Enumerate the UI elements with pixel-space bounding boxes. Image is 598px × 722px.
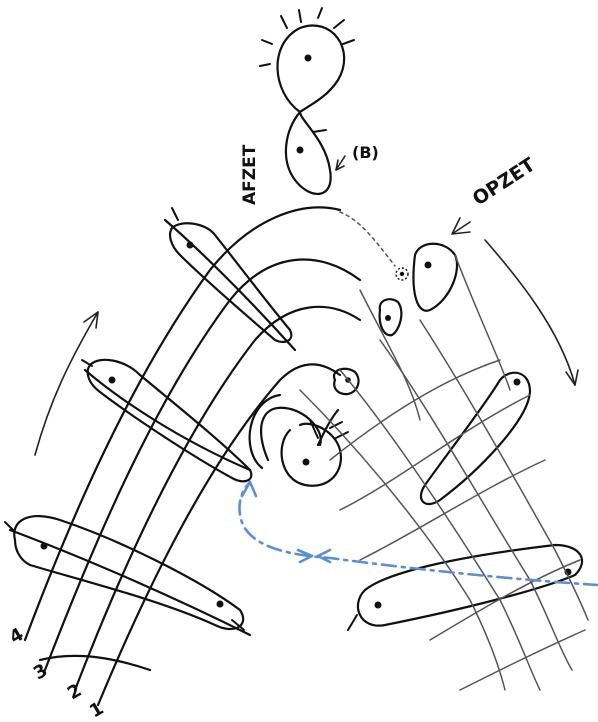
blue-arrow — [238, 480, 598, 587]
afzet-label: AFZET — [240, 144, 260, 205]
left-bundle — [8, 206, 362, 707]
right-pinholes — [339, 211, 584, 631]
right-bundle — [299, 254, 589, 691]
b-pinhole-loop — [284, 110, 346, 196]
direction-arrows — [34, 217, 579, 456]
b-marker-label: (B) — [352, 143, 379, 162]
blue-arrow-path — [238, 480, 598, 587]
top-loop — [259, 7, 355, 114]
pair-number-1: 1 — [86, 698, 107, 722]
pair-number-4: 4 — [6, 624, 27, 648]
pair-number-2: 2 — [64, 680, 85, 704]
opzet-label: OPZET — [469, 154, 540, 210]
left-pinholes — [4, 207, 293, 631]
central-pinhole — [248, 367, 360, 487]
